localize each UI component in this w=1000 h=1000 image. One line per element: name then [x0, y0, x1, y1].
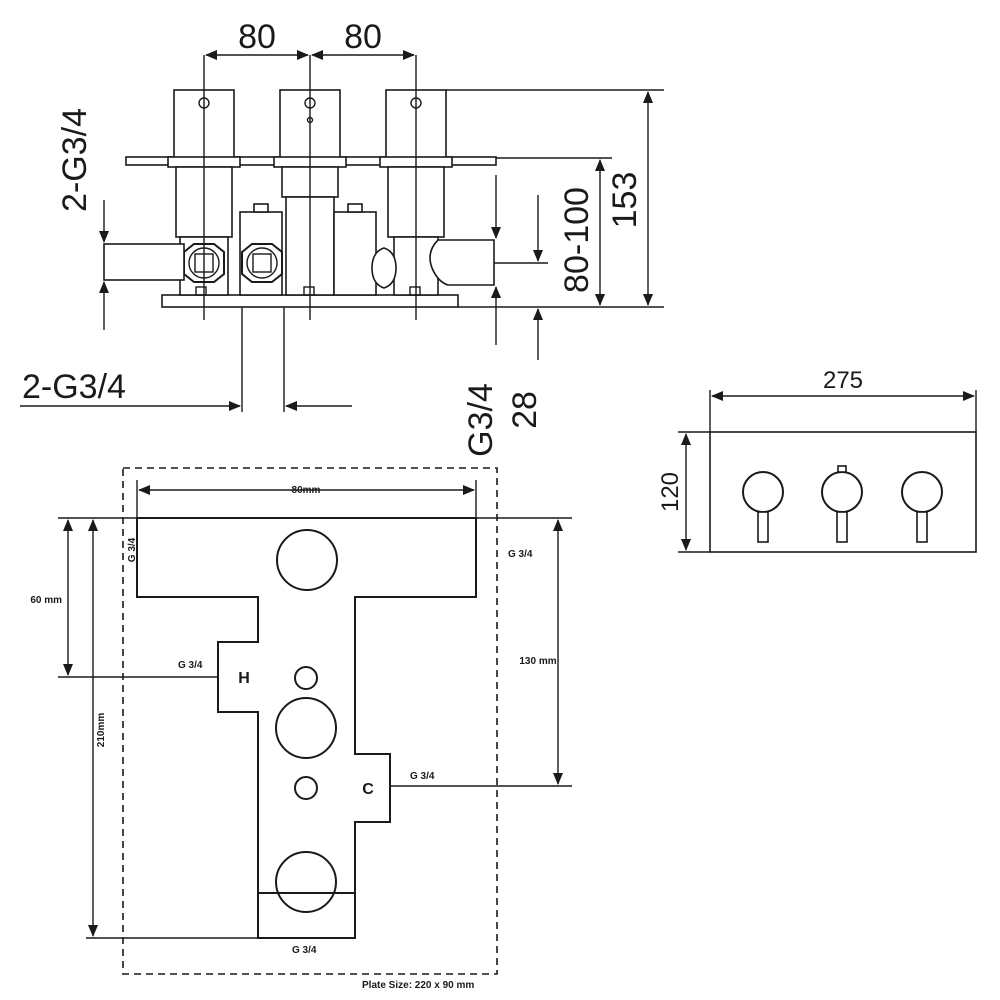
handle-right	[901, 471, 943, 543]
label-h-port: G 3/4	[178, 660, 203, 671]
dim-outlet-offset: 28	[506, 391, 544, 429]
handle-left	[742, 471, 784, 543]
inlet-pipe	[103, 243, 185, 281]
dim-front-width: 275	[823, 367, 863, 394]
dim-front-height: 120	[657, 472, 684, 512]
label-bottom: G 3/4	[292, 945, 317, 956]
side-view: 80 80 153 80-100 G3/4 28 2-G3/4 2-G3/4	[20, 18, 664, 457]
dim-wall-depth: 80-100	[558, 187, 596, 293]
port-circle-bottom	[275, 851, 337, 913]
handle-center	[821, 465, 863, 543]
label-bottom-inlets: 2-G3/4	[22, 368, 126, 406]
inlet-fitting-2	[241, 243, 283, 283]
valve-block-right	[333, 211, 377, 296]
label-outlet: G3/4	[462, 383, 500, 457]
bottom-outlet-block	[257, 893, 356, 939]
dim-spacing-1: 80	[238, 18, 276, 56]
letter-cold: C	[362, 781, 374, 798]
label-top-right: G 3/4	[508, 549, 533, 560]
dim-height: 153	[606, 172, 644, 229]
plate-view: H C 80mm 60 mm 210mm 130 mm G 3/4 G 3/4 …	[30, 467, 572, 991]
label-top-left: G 3/4	[127, 537, 138, 562]
port-circle-middle	[275, 697, 337, 759]
front-view: 275 120	[657, 367, 977, 553]
letter-hot: H	[238, 670, 250, 687]
plate-size-caption: Plate Size: 220 x 90 mm	[362, 980, 474, 991]
dim-top-width: 80mm	[292, 485, 321, 496]
label-c-port: G 3/4	[410, 771, 435, 782]
dim-left-upper: 60 mm	[30, 595, 62, 606]
valve-body-outline	[136, 517, 477, 894]
dim-right: 130 mm	[519, 656, 556, 667]
label-top-inlets: 2-G3/4	[56, 108, 94, 212]
port-circle-top	[276, 529, 338, 591]
port-circle-small-1	[294, 666, 318, 690]
port-circle-small-2	[294, 776, 318, 800]
dim-spacing-2: 80	[344, 18, 382, 56]
plate-outline	[122, 467, 498, 975]
outlet-fitting	[371, 239, 495, 289]
dim-left-total: 210mm	[96, 713, 107, 748]
